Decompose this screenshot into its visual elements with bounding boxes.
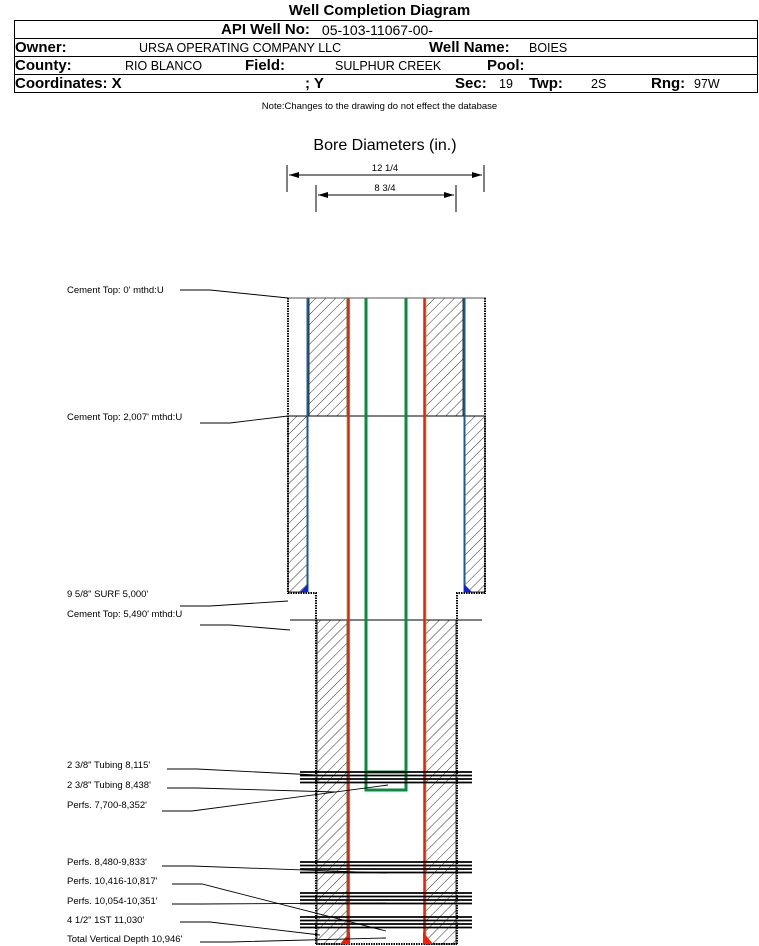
owner-value: URSA OPERATING COMPANY LLC	[139, 40, 342, 55]
leader-line	[200, 624, 291, 631]
database-note: Note:Changes to the drawing do not effec…	[261, 101, 498, 112]
depth-label: Cement Top: 5,490' mthd:U	[67, 609, 182, 620]
leader-line	[172, 883, 387, 932]
sec-label: Sec:	[455, 75, 487, 92]
cement-outside-surface-left	[287, 415, 308, 593]
field-label: Field:	[245, 57, 285, 74]
leader-line	[167, 787, 337, 793]
depth-label: 2 3/8" Tubing 8,115'	[67, 760, 150, 771]
depth-label: Cement Top: 0' mthd:U	[67, 285, 164, 296]
sec-value: 19	[499, 76, 513, 91]
county-row: County: RIO BLANCO Field: SULPHUR CREEK …	[15, 57, 757, 74]
depth-label: Perfs. 10,416-10,817'	[67, 876, 158, 887]
twp-label: Twp:	[529, 75, 563, 92]
depth-label: Total Vertical Depth 10,946'	[67, 934, 183, 945]
bore-diameter-label: 8 3/4	[374, 183, 395, 194]
depth-label: Cement Top: 2,007' mthd:U	[67, 412, 182, 423]
rng-value: 97W	[694, 76, 720, 91]
coords-row: Coordinates: X ; Y Sec: 19 Twp: 2S Rng: …	[15, 75, 757, 92]
leader-line	[162, 865, 387, 874]
surface-hole-section	[287, 297, 486, 945]
depth-label: 9 5/8" SURF 5,000'	[67, 589, 148, 600]
leader-line	[200, 937, 387, 943]
depth-label: Perfs. 7,700-8,352'	[67, 800, 147, 811]
rng-label: Rng:	[651, 75, 686, 92]
cement-outside-surface-right	[464, 415, 486, 593]
borehole-step-walls	[288, 592, 485, 945]
coords-x-label: Coordinates: X	[15, 75, 122, 92]
surface-casing-shoe-right	[464, 584, 472, 592]
field-value: SULPHUR CREEK	[335, 58, 442, 73]
leader-line	[200, 415, 289, 424]
api-value: 05-103-11067-00-	[321, 21, 433, 38]
well-name-value: BOIES	[529, 40, 568, 55]
surface-casing-shoe-left	[300, 584, 308, 592]
production-casing-shoe-right	[423, 932, 433, 944]
tubing-8438	[364, 772, 408, 792]
coords-y-label: ; Y	[305, 75, 324, 92]
depth-label: Perfs. 8,480-9,833'	[67, 857, 147, 868]
owner-label: Owner:	[15, 39, 67, 56]
page-title: Well Completion Diagram	[288, 2, 471, 19]
leader-line	[167, 768, 317, 776]
depth-label: 4 1/2" 1ST 11,030'	[67, 915, 144, 926]
leader-line	[180, 289, 289, 299]
api-row: API Well No: 05-103-11067-00-	[15, 21, 757, 38]
well-name-label: Well Name:	[429, 39, 510, 56]
cement-annulus-upper-right	[424, 297, 464, 417]
twp-value: 2S	[591, 76, 607, 91]
depth-label: Perfs. 10,054-10,351'	[67, 896, 158, 907]
owner-row: Owner: URSA OPERATING COMPANY LLC Well N…	[15, 39, 757, 56]
production-casing-shoe-left	[340, 932, 350, 944]
pool-label: Pool:	[487, 57, 525, 74]
tubing-8115	[364, 298, 408, 774]
leader-line	[180, 600, 289, 607]
label-leaders: Cement Top: 0' mthd:U Cement Top: 2,007' …	[67, 285, 389, 945]
api-label: API Well No:	[221, 21, 310, 38]
county-label: County:	[15, 57, 72, 74]
tubing-string	[364, 298, 408, 792]
bore-diameter-label: 12 1/4	[372, 163, 398, 174]
well-header-table: API Well No: 05-103-11067-00- Owner: URS…	[14, 20, 758, 93]
bore-diameters-title: Bore Diameters (in.)	[313, 137, 456, 154]
leader-line	[172, 902, 387, 905]
leader-line	[162, 784, 389, 812]
cement-annulus-upper-left	[308, 297, 348, 417]
depth-label: 2 3/8" Tubing 8,438'	[67, 780, 151, 791]
leader-line	[180, 921, 321, 936]
county-value: RIO BLANCO	[125, 58, 203, 73]
